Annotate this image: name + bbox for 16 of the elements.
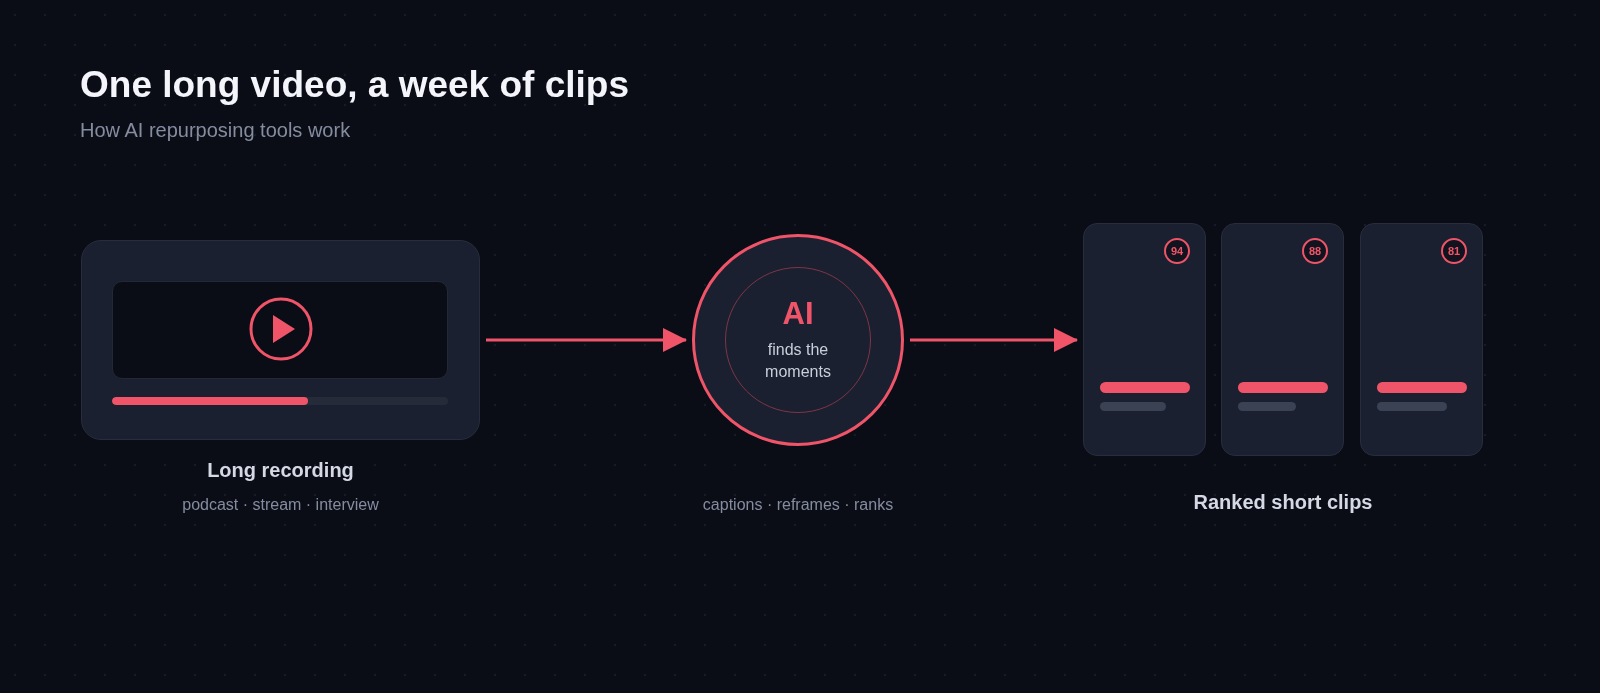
clip-card bbox=[1360, 223, 1483, 456]
arrow bbox=[486, 328, 687, 352]
group-caption: Ranked short clips bbox=[1192, 491, 1374, 514]
clip-card bbox=[1083, 223, 1206, 456]
clip-card bbox=[1221, 223, 1344, 456]
node-subtitle: podcast · stream · interview bbox=[181, 496, 380, 514]
ai-heading: AI bbox=[782, 296, 814, 331]
node-description: finds the moments bbox=[764, 339, 832, 383]
score-badge: 81 bbox=[1441, 238, 1467, 264]
subtitle: How AI repurposing tools work bbox=[80, 119, 351, 142]
node-heading: Long recording bbox=[206, 459, 355, 482]
score-badge: 88 bbox=[1302, 238, 1328, 264]
arrow bbox=[910, 328, 1078, 352]
score-badge: 94 bbox=[1164, 238, 1190, 264]
title: One long video, a week of clips bbox=[80, 64, 629, 106]
node-note: captions · reframes · ranks bbox=[701, 496, 895, 514]
